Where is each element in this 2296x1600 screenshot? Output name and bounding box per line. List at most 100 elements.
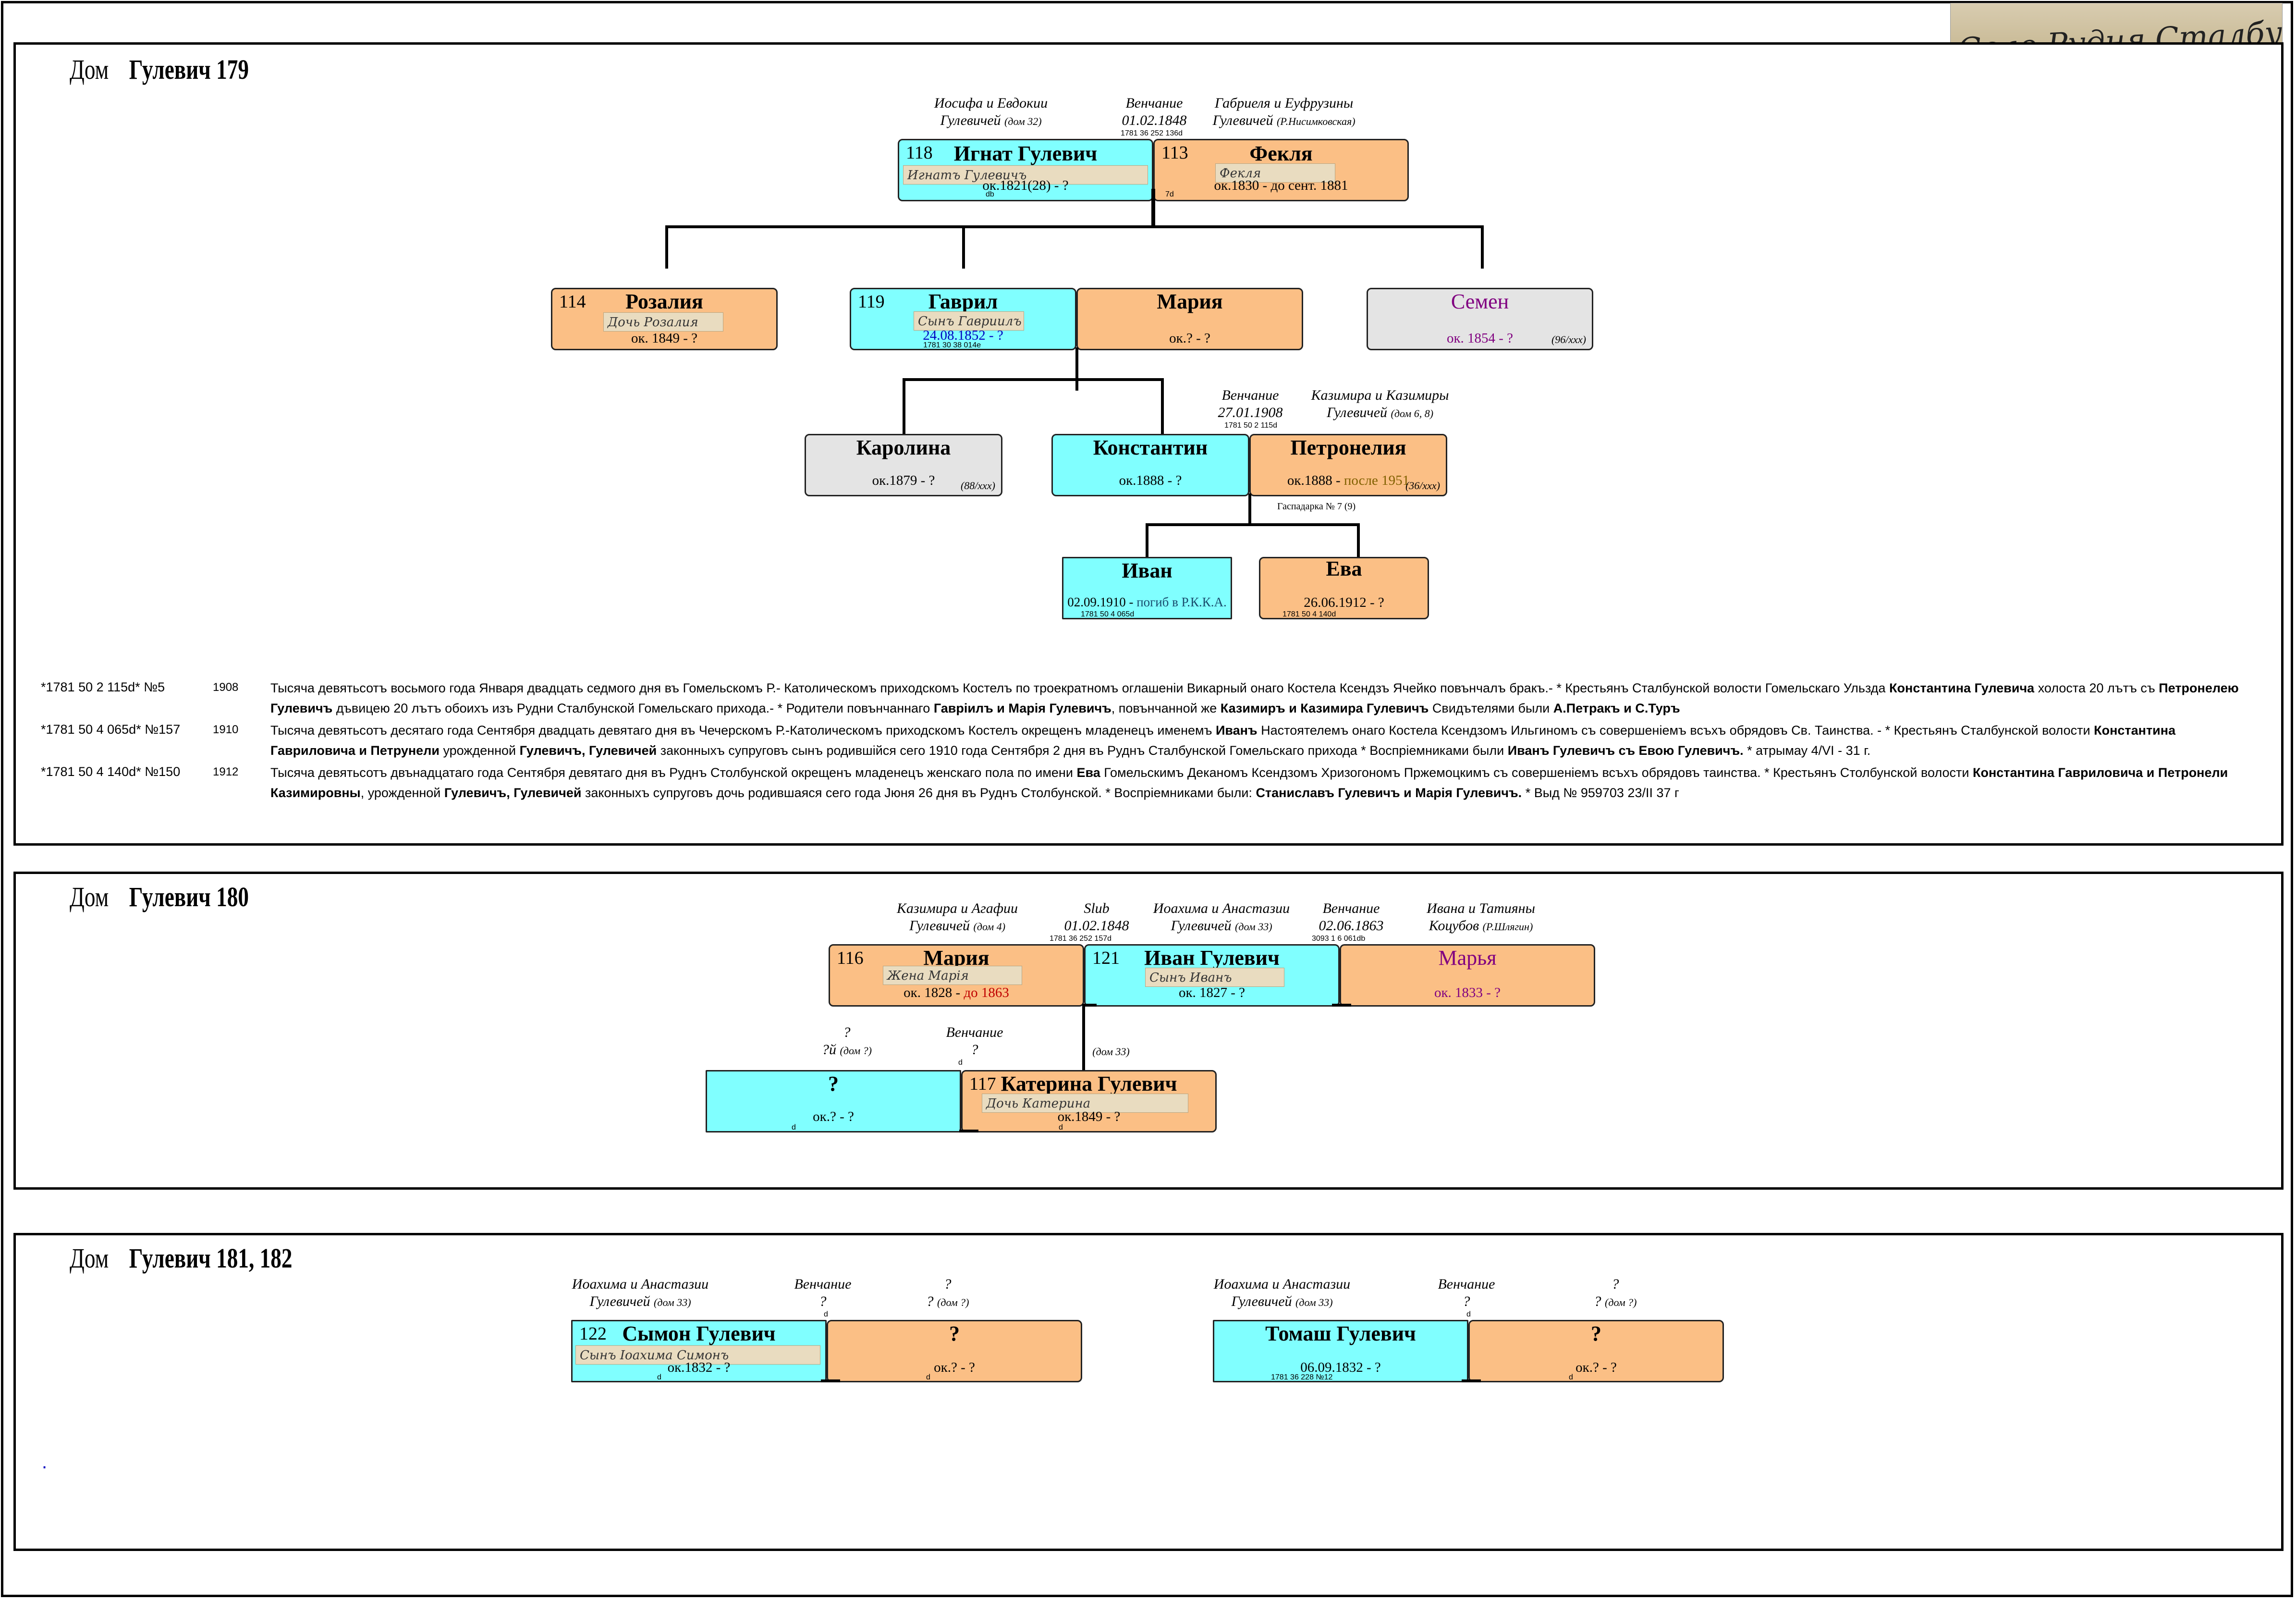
caption-slub-1848: Slub 01.02.1848: [1064, 900, 1129, 934]
wedding-ref: d: [1466, 1310, 1471, 1318]
drop-line: [1481, 225, 1484, 269]
couple-connector: [1332, 1004, 1351, 1007]
couple-connector: [1082, 1004, 1097, 1007]
person-ref: d: [657, 1373, 661, 1381]
house-note: (дом 33): [1092, 1046, 1130, 1058]
person-card-mariya[interactable]: Мария ок.? - ?: [1076, 288, 1303, 350]
wedding-ref: 1781 36 252 136d: [1121, 129, 1183, 137]
person-dates: ок.1821(28) - ?: [982, 178, 1069, 193]
caption-parents-petroneliya: Казимира и Казимиры Гулевичей (дом 6, 8): [1311, 387, 1449, 420]
couple-connector: [959, 1130, 978, 1132]
person-ref: d: [792, 1123, 796, 1132]
person-dates: ок.1849 - ?: [1057, 1109, 1121, 1124]
sibling-bar: [665, 225, 1484, 228]
person-dates: ок. 1828 - до 1863: [904, 985, 1009, 1000]
person-card-fekla[interactable]: 113 Фекля Фекля ок.1830 - до сент. 1881 …: [1153, 139, 1409, 201]
person-card-eva[interactable]: Ева 26.06.1912 - ? 1781 50 4 140d: [1259, 557, 1429, 619]
wedding-ref: d: [958, 1058, 963, 1067]
caption-parents-ivan: Иоахима и Анастазии Гулевичей (дом 33): [1153, 900, 1290, 934]
person-name: Гаврил: [928, 290, 998, 313]
person-number: 116: [837, 948, 864, 968]
person-name: Катерина Гулевич: [1001, 1072, 1177, 1095]
person-name: Ева: [1326, 557, 1362, 580]
person-name: Розалия: [625, 290, 703, 313]
person-ref: 1781 50 4 065d: [1081, 610, 1135, 618]
drop-line: [962, 225, 965, 269]
wedding-ref: 1781 50 2 115d: [1224, 421, 1278, 430]
signature-image: Фекля: [1215, 163, 1335, 183]
record-text-1910: Тысяча девятьсотъ десятаго года Сентября…: [270, 723, 2176, 758]
person-card-marya[interactable]: Марья ок. 1833 - ?: [1340, 944, 1595, 1007]
signature-image: Дочь Розалия: [603, 312, 723, 332]
person-card-ivan-180[interactable]: 121 Иван Гулевич Сынъ Иванъ ок. 1827 - ?: [1084, 944, 1340, 1007]
person-name: Марья: [1438, 946, 1497, 970]
person-card-ivan[interactable]: Иван 02.09.1910 - погиб в Р.К.К.А. 1781 …: [1062, 557, 1232, 619]
person-name: Петронелия: [1290, 436, 1406, 459]
signature-image: Сынъ Іоахима Симонъ: [575, 1345, 820, 1365]
person-card-spouse-2[interactable]: ? ок.? - ? d: [1468, 1320, 1724, 1382]
person-name: Семен: [1451, 290, 1509, 313]
record-text-1908: Тысяча девятьсотъ восьмого года Января д…: [270, 681, 2239, 715]
sibling-bar: [1146, 523, 1360, 526]
caption-parents-symon: Иоахима и Анастазии Гулевичей (дом 33): [572, 1276, 709, 1309]
record-ref-2: *1781 50 4 065d* №157: [41, 722, 181, 737]
person-note: (36/xxx): [1405, 480, 1440, 492]
caption-parents-unknown: ? ?й (дом ?): [822, 1024, 872, 1058]
person-number: 117: [969, 1074, 996, 1094]
person-dates: ок.1888 - ?: [1119, 473, 1182, 488]
person-card-katerina[interactable]: 117 Катерина Гулевич Дочь Катерина ок.18…: [961, 1070, 1217, 1132]
person-card-symon[interactable]: 122 Сымон Гулевич Сынъ Іоахима Симонъ ок…: [571, 1320, 827, 1382]
person-dates: ок. 1833 - ?: [1434, 985, 1501, 1000]
person-name: Каролина: [856, 436, 951, 459]
person-dates: 24.08.1852 - ?: [923, 328, 1003, 343]
person-card-spouse-1[interactable]: ? ок.? - ? d: [827, 1320, 1082, 1382]
couple-connector: [821, 1379, 840, 1382]
person-card-tomash[interactable]: Томаш Гулевич 06.09.1832 - ? 1781 36 228…: [1213, 1320, 1468, 1382]
caption-wedding-unknown: Венчание ?: [946, 1024, 1003, 1058]
caption-wedding-1848: Венчание 01.02.1848: [1122, 95, 1187, 128]
caption-parents-mariya: Казимира и Агафии Гулевичей (дом 4): [896, 900, 1018, 934]
caption-parents-spouse-2: ? ? (дом ?): [1594, 1276, 1637, 1309]
person-card-rozaliya[interactable]: 114 Розалия Дочь Розалия ок. 1849 - ?: [551, 288, 778, 350]
person-name: ?: [949, 1322, 960, 1345]
caption-wedding-1863: Венчание 02.06.1863: [1319, 900, 1384, 934]
house-name: Гулевич 179: [129, 54, 249, 85]
house-179-panel: Дом Гулевич 179 Иосифа и Евдокии Гулевич…: [13, 42, 2284, 846]
person-card-unknown-spouse[interactable]: ? ок.? - ? d: [706, 1070, 961, 1132]
record-year-2: 1910: [213, 723, 239, 736]
person-card-mariya[interactable]: 116 Мария Жена Марія ок. 1828 - до 1863: [829, 944, 1084, 1007]
person-note: (88/xxx): [960, 480, 995, 492]
person-dates: 06.09.1832 - ?: [1300, 1360, 1381, 1375]
person-name: Иван: [1122, 559, 1172, 582]
person-card-karolina[interactable]: Каролина ок.1879 - ? (88/xxx): [805, 434, 1002, 496]
person-ref: d: [1569, 1373, 1573, 1381]
person-dates: ок. 1849 - ?: [631, 331, 698, 346]
person-dates: 02.09.1910 - погиб в Р.К.К.А.: [1067, 595, 1227, 609]
person-number: 121: [1092, 948, 1120, 968]
person-name: Мария: [923, 946, 989, 970]
person-dates: ок.? - ?: [1575, 1360, 1617, 1375]
couple-connector: [1462, 1379, 1481, 1382]
person-dates: ок. 1854 - ?: [1446, 331, 1514, 346]
caption-wedding-tomash: Венчание ?: [1438, 1276, 1495, 1309]
person-note: (96/xxx): [1551, 333, 1586, 345]
household-note: Гаспадарка № 7 (9): [1277, 501, 1356, 512]
person-name: Фекля: [1249, 142, 1313, 165]
caption-wedding-symon: Венчание ?: [794, 1276, 852, 1309]
person-dates: 26.06.1912 - ?: [1304, 595, 1384, 610]
person-ref: 1781 30 38 014e: [923, 341, 981, 349]
record-ref-1: *1781 50 2 115d* №5: [41, 680, 165, 694]
person-card-konstantin[interactable]: Константин ок.1888 - ?: [1051, 434, 1249, 496]
person-card-gavril[interactable]: 119 Гаврил Сынъ Гавриилъ 24.08.1852 - ? …: [850, 288, 1076, 350]
person-card-petroneliya[interactable]: Петронелия ок.1888 - после 1951 (36/xxx): [1249, 434, 1447, 496]
person-dates: ок. 1827 - ?: [1178, 985, 1246, 1000]
person-name: Иван Гулевич: [1144, 946, 1280, 970]
drop-line: [903, 378, 905, 434]
person-card-semen[interactable]: Семен ок. 1854 - ? (96/xxx): [1367, 288, 1593, 350]
signature-image: Дочь Катерина: [982, 1094, 1188, 1113]
person-card-ignat[interactable]: 118 Игнат Гулевич Игнатъ Гулевичъ ок.182…: [898, 139, 1153, 201]
person-name: ?: [828, 1072, 839, 1095]
house-title: Дом Гулевич 179: [70, 53, 249, 86]
person-dates: ок.1832 - ?: [667, 1360, 731, 1375]
